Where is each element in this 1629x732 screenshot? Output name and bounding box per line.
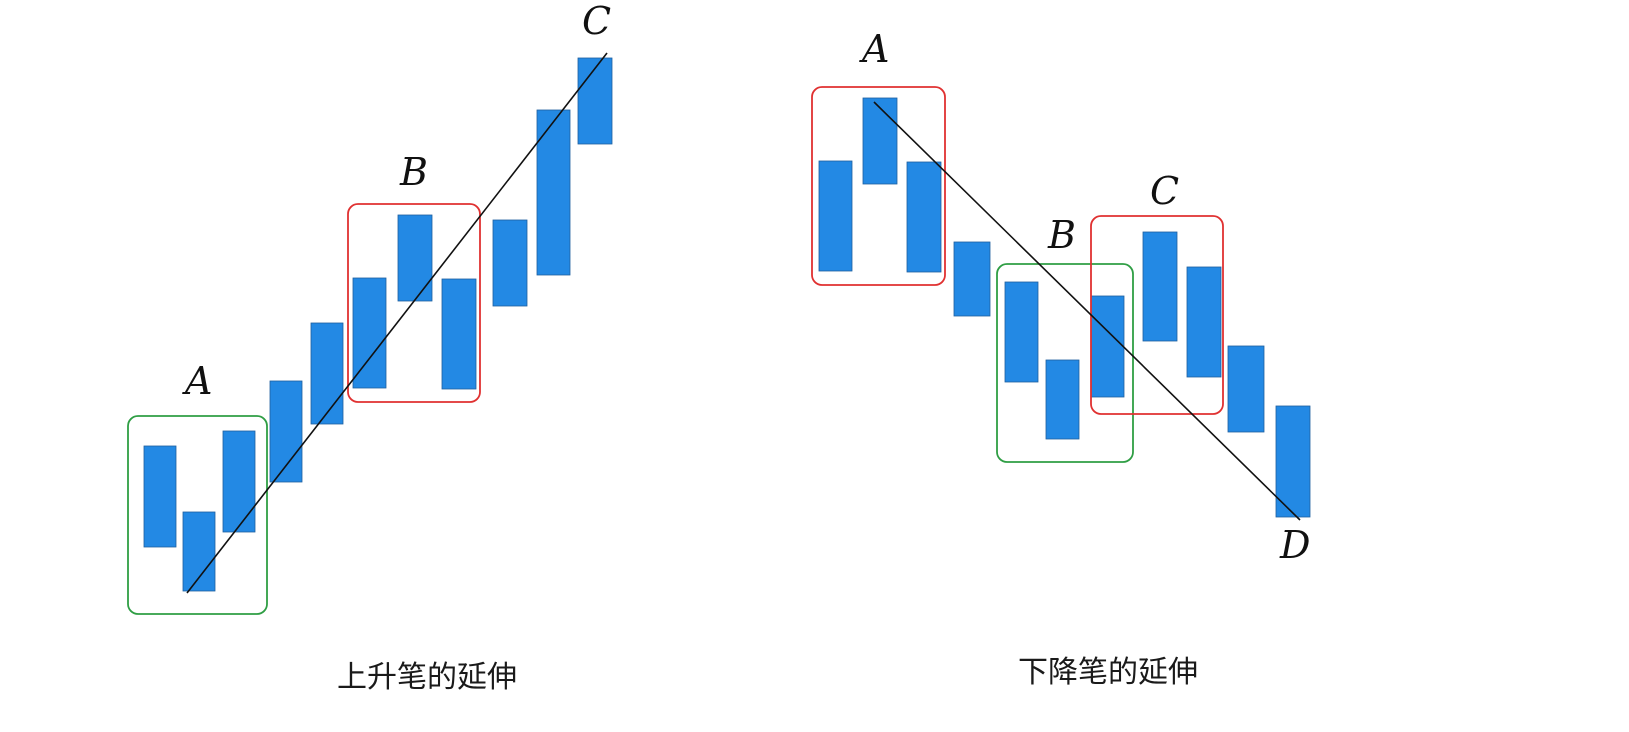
up-caption: 上升笔的延伸 — [337, 660, 517, 695]
up-trend-line — [186, 52, 608, 594]
up-candle-2 — [182, 511, 216, 592]
down-candle-3 — [906, 161, 942, 273]
down-candle-6 — [1045, 359, 1080, 440]
up-boxes — [127, 203, 481, 615]
up-candle-3 — [222, 430, 256, 533]
down-candle-1 — [818, 160, 853, 272]
down-label-c: C — [1150, 169, 1179, 213]
down-candle-7 — [1090, 295, 1125, 398]
down-candle-9 — [1186, 266, 1222, 378]
down-candles — [818, 97, 1311, 518]
down-label-d: D — [1279, 523, 1310, 567]
down-caption: 下降笔的延伸 — [1018, 655, 1198, 690]
up-box-b-red — [347, 203, 481, 403]
down-label-a: A — [859, 27, 889, 71]
up-candle-9 — [492, 219, 528, 307]
down-candle-10 — [1227, 345, 1265, 433]
up-candle-1 — [143, 445, 177, 548]
down-candle-2 — [862, 97, 898, 185]
down-trend-line — [873, 101, 1301, 521]
up-candles — [143, 57, 613, 592]
down-label-b: B — [1047, 213, 1076, 257]
down-candle-8 — [1142, 231, 1178, 342]
up-candle-10 — [536, 109, 571, 276]
up-label-c: C — [582, 0, 611, 43]
up-candle-5 — [310, 322, 344, 425]
up-candle-8 — [441, 278, 477, 390]
up-candle-7 — [397, 214, 433, 302]
down-box-a-red — [811, 86, 946, 286]
up-label-b: B — [399, 150, 428, 194]
up-candle-6 — [352, 277, 387, 389]
down-box-b-green — [996, 263, 1134, 463]
down-candle-4 — [953, 241, 991, 317]
diagram-up-stroke-extension: A B C 上升笔的延伸 — [127, 0, 613, 695]
up-box-a-green — [127, 415, 268, 615]
down-candle-5 — [1004, 281, 1039, 383]
diagram-down-stroke-extension: A B C D 下降笔的延伸 — [811, 27, 1311, 690]
down-candle-11 — [1275, 405, 1311, 518]
up-candle-11 — [577, 57, 613, 145]
up-label-a: A — [182, 359, 212, 403]
